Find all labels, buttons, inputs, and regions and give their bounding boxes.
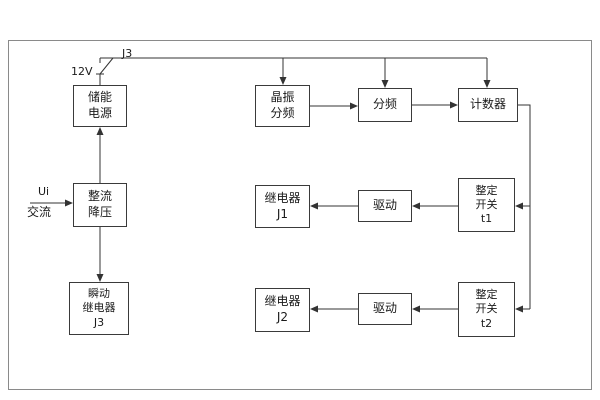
t2-to-drive-arrow	[412, 305, 458, 313]
box-instant-relay-j3-label: 瞬动 继电器 J3	[82, 287, 116, 329]
box-rectifier-label: 整流 降压	[87, 189, 112, 219]
box-setting-switch-t2: 整定 开关 t2	[458, 282, 515, 337]
counter-output-bus	[515, 104, 531, 313]
box-relay-j2-label: 继电器 J2	[264, 294, 301, 324]
crystal-to-divider-arrow	[310, 102, 358, 110]
drive-to-relay-j1-arrow	[310, 202, 358, 210]
switch-j3-symbol	[96, 57, 114, 85]
rectifier-to-relay-arrow	[96, 227, 104, 282]
ac-input-arrow	[30, 199, 73, 207]
input-ac-label: 交流	[27, 205, 52, 219]
box-setting-switch-t2-label: 整定 开关 t2	[475, 288, 498, 330]
box-counter-label: 计数器	[469, 97, 506, 112]
box-divider-label: 分频	[372, 97, 397, 112]
drive-to-relay-j2-arrow	[310, 305, 358, 313]
box-drive-2-label: 驱动	[372, 301, 397, 316]
box-storage-power: 储能 电源	[73, 85, 127, 127]
box-drive-1: 驱动	[358, 190, 412, 222]
box-storage-power-label: 储能 电源	[87, 90, 112, 120]
box-counter: 计数器	[458, 88, 518, 122]
box-instant-relay-j3: 瞬动 继电器 J3	[69, 282, 129, 335]
box-relay-j1: 继电器 J1	[255, 185, 310, 228]
box-rectifier: 整流 降压	[73, 183, 127, 227]
t1-to-drive-arrow	[412, 202, 458, 210]
clock-bus-wire	[100, 57, 491, 88]
rectifier-to-storage-arrow	[96, 127, 104, 183]
input-ui-label: Ui	[38, 185, 50, 198]
box-setting-switch-t1: 整定 开关 t1	[458, 178, 515, 232]
divider-to-counter-arrow	[412, 101, 458, 109]
box-drive-2: 驱动	[358, 293, 412, 325]
voltage-12v-label: 12V	[71, 65, 93, 78]
box-relay-j2: 继电器 J2	[255, 288, 310, 332]
box-crystal-divider-label: 晶振 分频	[270, 90, 295, 120]
box-crystal-divider: 晶振 分频	[255, 85, 310, 127]
box-drive-1-label: 驱动	[372, 198, 397, 213]
box-divider: 分频	[358, 88, 412, 122]
box-relay-j1-label: 继电器 J1	[264, 190, 301, 221]
switch-j3-label: J3	[122, 47, 133, 60]
box-setting-switch-t1-label: 整定 开关 t1	[475, 183, 498, 226]
